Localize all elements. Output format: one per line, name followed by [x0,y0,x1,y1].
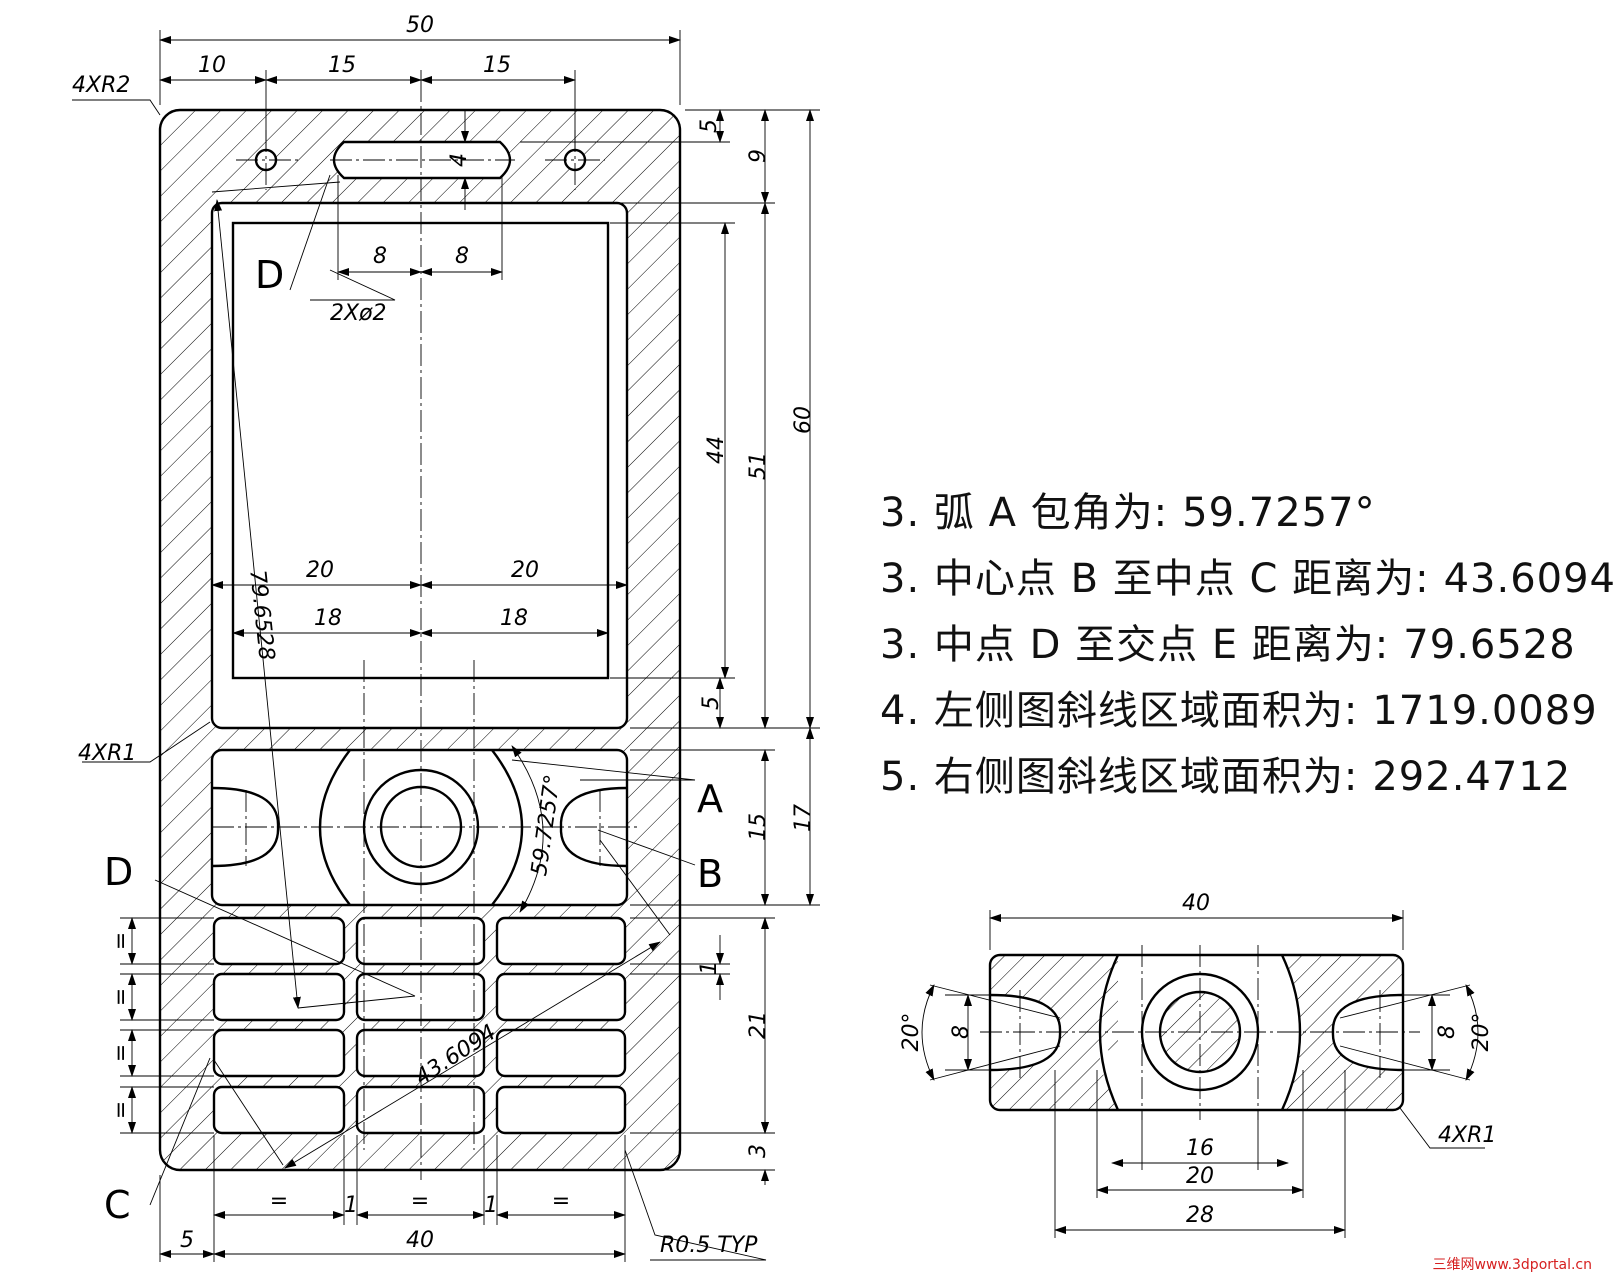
dim-40: 40 [406,1228,434,1253]
dim-eq-3: = [109,1044,134,1062]
dim-eq-1: = [109,932,134,950]
dim-10: 10 [198,53,226,78]
dim-eq-bottom-3: = [552,1189,570,1214]
screen-frame [210,201,629,730]
watermark: 三维网www.3dportal.cn [1432,1257,1593,1273]
note-key: 5. 右侧图斜线区域面积为: [880,754,1359,800]
dim-8a: 8 [373,244,387,269]
note-value: 59.7257° [1182,490,1376,536]
dim-51: 51 [746,452,771,480]
dim-r05: R0.5 TYP [660,1233,758,1258]
note-key: 3. 弧 A 包角为: [880,490,1169,536]
right-arc-right [1280,954,1302,1111]
dim-eq-4: = [109,1101,134,1119]
right-hatch [990,955,1403,1110]
dim-15a: 15 [328,53,356,78]
nav-arc-left [318,749,351,906]
dim-1-keys: 1 [697,961,722,975]
label-d-top: D [255,253,284,297]
right-dim-20: 20 [1186,1164,1214,1189]
dim-18a: 18 [314,606,342,631]
right-view: 40 16 20 28 8 8 20° 20° 4XR1 [899,891,1496,1238]
dim-17: 17 [791,804,816,832]
dim-9: 9 [746,149,771,163]
answer-notes: 3. 弧 A 包角为: 59.7257° 3. 中心点 B 至中点 C 距离为: 43… [880,480,1616,810]
dim-21: 21 [746,1011,771,1039]
dim-eq-bottom-2: = [411,1189,429,1214]
dim-44: 44 [704,436,729,464]
dim-20a: 20 [306,558,334,583]
nav-pad [210,748,629,907]
nav-arc-right [491,749,524,906]
dim-holes: 2Xø2 [330,301,387,326]
label-a: A [697,777,723,821]
label-b: B [697,852,723,896]
dim-slot-h: 4 [447,153,472,167]
left-view: 50 10 15 15 4XR2 4 5 9 8 8 2Xø2 44 51 60… [72,13,820,1262]
note-value: 292.4712 [1372,754,1572,800]
right-dim-20deg-right: 20° [1469,1013,1494,1052]
note-value: 43.6094 [1443,556,1616,602]
dim-eq-2: = [109,988,134,1006]
dim-18b: 18 [500,606,528,631]
right-dim-corner-r1: 4XR1 [1438,1123,1496,1148]
dim-corner-r2: 4XR2 [72,73,130,98]
label-c: C [104,1183,131,1227]
note-row: 3. 中点 D 至交点 E 距离为: 79.6528 [880,612,1616,678]
dim-15b: 15 [483,53,511,78]
dim-gap-1a: 1 [344,1193,358,1218]
dim-60: 60 [791,406,816,434]
dim-5-top: 5 [697,119,722,133]
right-dim-20deg-left: 20° [899,1013,924,1052]
label-d-mid: D [104,850,133,894]
note-row: 3. 弧 A 包角为: 59.7257° [880,480,1616,546]
dim-corner-r1: 4XR1 [78,741,136,766]
right-dim-28: 28 [1186,1203,1214,1228]
dim-5-mid: 5 [699,696,724,710]
right-dim-8-right: 8 [1435,1025,1460,1039]
note-row: 5. 右侧图斜线区域面积为: 292.4712 [880,744,1616,810]
dim-3: 3 [746,1144,771,1158]
left-body-hatch [160,110,680,1170]
dim-overall-width: 50 [406,13,434,38]
dim-20b: 20 [511,558,539,583]
right-notch-right [1331,993,1404,1072]
right-dim-8-left: 8 [949,1025,974,1039]
dim-5-left: 5 [180,1228,194,1253]
dim-eq-bottom-1: = [270,1189,288,1214]
screen-inner [231,221,610,680]
right-dim-16: 16 [1186,1136,1214,1161]
dim-15-pad: 15 [746,813,771,841]
phone-body-outline [158,108,682,1172]
note-key: 4. 左侧图斜线区域面积为: [880,688,1359,734]
note-key: 3. 中心点 B 至中点 C 距离为: [880,556,1430,602]
dim-gap-1b: 1 [484,1193,498,1218]
dim-len-de: 79.6528 [244,569,278,662]
note-key: 3. 中点 D 至交点 E 距离为: [880,622,1390,668]
note-row: 3. 中心点 B 至中点 C 距离为: 43.6094 [880,546,1616,612]
note-row: 4. 左侧图斜线区域面积为: 1719.0089 [880,678,1616,744]
dim-8b: 8 [455,244,469,269]
note-value: 1719.0089 [1372,688,1598,734]
right-outline [988,953,1405,1112]
note-value: 79.6528 [1403,622,1576,668]
right-dim-40: 40 [1182,891,1210,916]
